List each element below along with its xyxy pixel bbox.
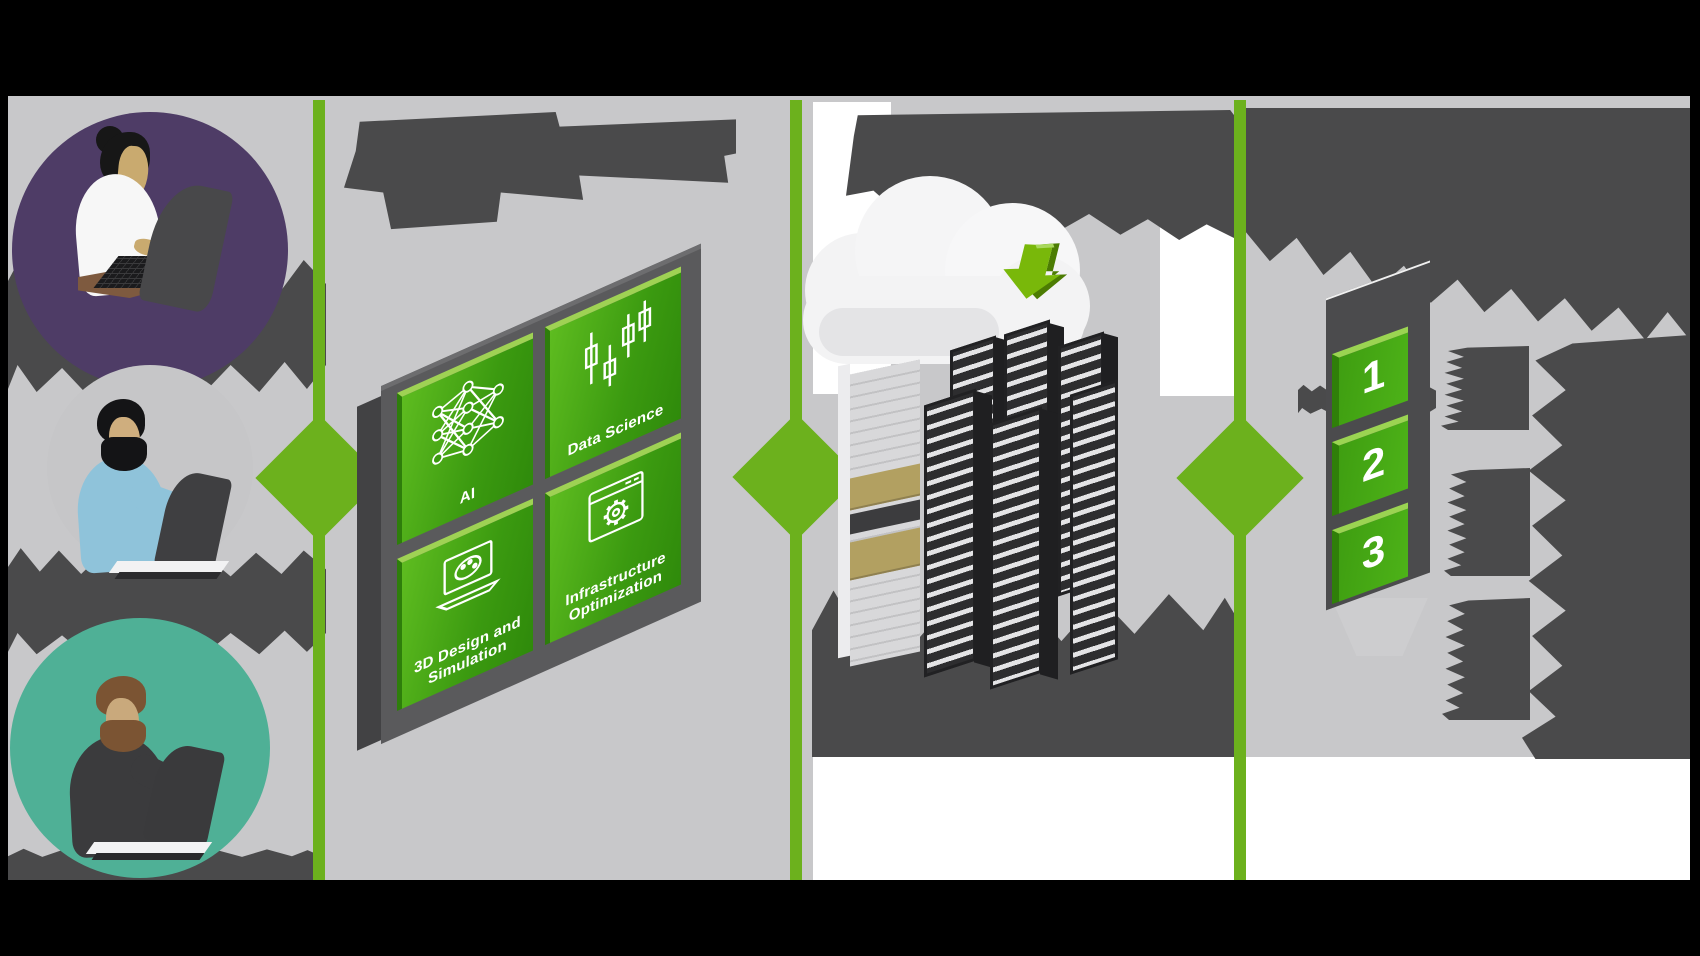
laptop-base-shadow — [91, 853, 205, 860]
redacted-text-block — [1522, 335, 1690, 759]
workloads-board: AI Data Science 3D Design and Simulation — [357, 243, 701, 751]
avatar-man-stylus — [47, 365, 253, 579]
beard-icon — [100, 720, 146, 752]
avatar-man-laptop — [10, 618, 270, 878]
redacted-text-block — [1442, 598, 1530, 720]
server-rack-icon — [1070, 379, 1118, 675]
download-arrow-icon — [1003, 243, 1068, 300]
bottom-white-band — [813, 757, 1690, 880]
step-number: 2 — [1361, 435, 1386, 492]
avatar-woman-typing — [12, 112, 288, 388]
tile-infrastructure: Infrastructure Optimization — [545, 432, 681, 646]
tile-ai: AI — [397, 332, 533, 545]
redacted-text-block — [1441, 346, 1529, 430]
redacted-heading-block — [1243, 108, 1690, 340]
server-racks-group — [832, 319, 1122, 690]
rack-module-tan — [850, 527, 920, 581]
laptop-palette-icon — [434, 540, 501, 611]
redacted-heading-block — [344, 112, 736, 230]
candlestick-chart-icon — [584, 300, 651, 387]
server-rack-light-icon — [850, 359, 920, 667]
step-number: 3 — [1361, 523, 1386, 580]
laptop-screen-icon — [137, 177, 235, 315]
server-rack-side — [1040, 408, 1058, 680]
window-gear-icon — [587, 471, 644, 543]
server-rack-icon — [990, 406, 1042, 690]
redacted-text-block — [1444, 468, 1530, 576]
tile-label: AI — [459, 484, 476, 509]
steps-panel: 1 2 3 — [1316, 252, 1436, 631]
neural-network-icon — [431, 380, 504, 465]
board-frame-side — [357, 395, 383, 751]
tile-3d-design: 3D Design and Simulation — [397, 498, 533, 711]
laptop-base-shadow — [114, 572, 222, 579]
tile-data-science: Data Science — [545, 266, 681, 480]
beard-icon — [101, 437, 147, 471]
server-rack-icon — [924, 388, 976, 678]
step-number: 1 — [1361, 347, 1386, 404]
server-rack-light-side — [838, 363, 850, 659]
